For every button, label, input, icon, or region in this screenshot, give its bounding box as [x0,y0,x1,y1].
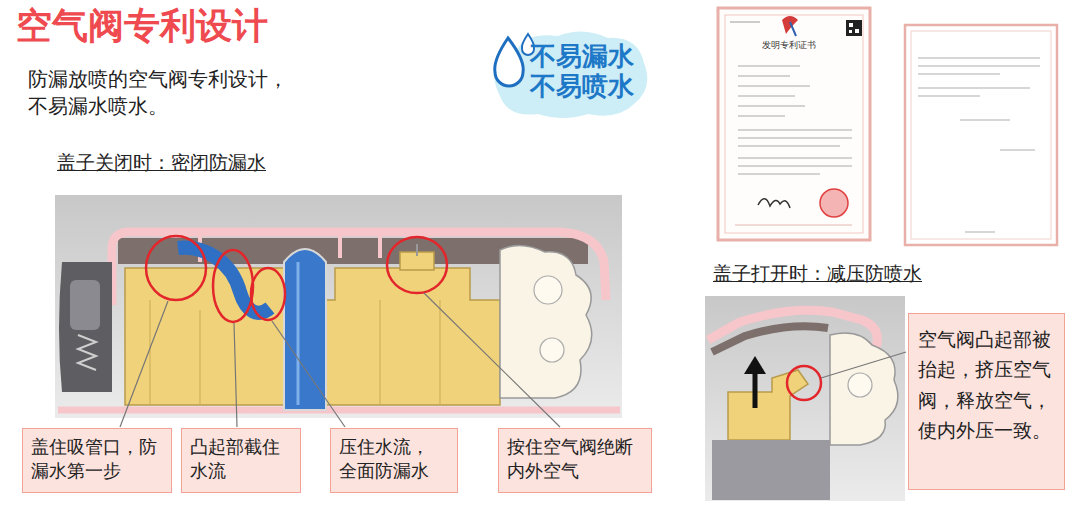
leader-line [272,321,345,427]
lid-closed-section [284,249,326,410]
patent-certificate [735,225,852,226]
lid-open-section [753,372,758,408]
lid-closed-section [146,236,206,300]
callout-box: 凸起部截住 水流 [181,428,301,493]
callout-box: 压住水流， 全面防漏水 [330,428,458,493]
patent-certificate [738,157,852,159]
patent-certificate [738,75,790,77]
lid-closed-section [534,276,562,304]
leader-line [120,293,560,427]
lid-closed-section [58,407,620,414]
leader-line [234,323,237,427]
lid-closed-section [55,195,622,418]
leader-line [424,293,560,427]
patent-certificate [911,31,1051,239]
lid-open-section [787,366,821,400]
box-text: 不易漏水 不易喷水 [530,42,638,102]
patent-certificate [738,129,852,131]
intro-text: 防漏放喷的空气阀专利设计， 不易漏水喷水。 [28,66,304,120]
lid-open-section [705,296,906,501]
patent-certificate [820,189,848,217]
lid-open-section [821,352,906,378]
patent-certificate [718,8,870,240]
patent-certificate [718,8,870,240]
lid-closed-section [251,268,285,320]
patent-certificate [918,73,1000,75]
patent-certificate [738,65,800,67]
patent-certificate [905,25,1057,245]
patent-certificate [738,95,795,97]
patent-certificate [725,15,863,233]
box-text: 盖住吸管口，防 漏水第一步 [31,435,163,484]
patent-certificate [849,30,852,33]
section-heading: 盖子打开时：减压防喷水 [713,261,922,286]
box-text: 压住水流， 全面防漏水 [339,435,449,484]
patent-certificate [738,145,840,147]
patent-certificate [790,22,796,36]
lid-open-section [848,373,872,397]
patent-certificate [738,137,852,139]
lid-closed-section [387,237,447,293]
callout-box: 按住空气阀绝断 内外空气 [498,428,652,493]
leader-line [120,301,168,427]
lid-open-section [705,296,905,501]
callout-box: 空气阀凸起部被 抬起，挤压空气 阀，释放空气， 使内外压一致。 [908,313,1065,490]
box-text: 凸起部截住 水流 [190,435,292,484]
lid-closed-section [213,250,253,322]
cloud-shape [494,31,647,118]
lid-closed-section [500,245,592,398]
water-drop-icon [495,38,523,86]
lid-open-section [712,440,830,500]
patent-certificate [1000,149,1035,151]
patent-certificate [855,29,859,33]
patent-certificate [849,23,853,27]
page-title: 空气阀专利设计 [16,4,268,47]
patent-certificate [965,231,995,233]
patent-certificate [738,165,852,167]
lid-closed-section [178,248,270,313]
patent-certificate [738,85,810,87]
box-text: 空气阀凸起部被 抬起，挤压空气 阀，释放空气， 使内外压一致。 [918,324,1055,446]
certificate-title: 发明专利证书 [762,40,816,51]
lid-closed-section [297,262,300,405]
cloud-badge: 不易漏水 不易喷水 [488,28,650,120]
lid-closed-section [70,280,100,330]
patent-certificate [782,16,798,34]
lid-closed-section [78,335,96,370]
lid-open-section [744,356,766,374]
patent-certificate [738,173,820,175]
lid-closed-section [416,244,418,256]
lid-open-section [712,326,828,352]
patent-certificate [846,20,862,36]
callout-box: 盖住吸管口，防 漏水第一步 [22,428,172,493]
patent-certificate [738,115,785,117]
patent-certificate [918,87,1030,89]
lid-open-section [830,333,898,445]
patent-certificate [918,57,1040,59]
patent-certificate [918,65,1040,67]
patent-certificate [905,25,1057,245]
patent-certificate [918,58,1040,232]
box-text: 按住空气阀绝断 内外空气 [507,435,643,484]
patent-certificate [738,105,805,107]
lid-closed-section [59,262,112,392]
lid-closed-section [146,236,447,322]
patent-certificate [738,66,852,174]
patent-certificate [918,95,980,97]
patent-certificate [758,199,790,208]
lid-closed-section [540,338,564,362]
patent-certificate [730,21,760,23]
section-heading: 盖子关闭时：密闭防漏水 [57,150,266,175]
lid-open-section [728,370,808,440]
patent-certificate [960,119,1010,121]
lid-closed-section [55,195,622,418]
